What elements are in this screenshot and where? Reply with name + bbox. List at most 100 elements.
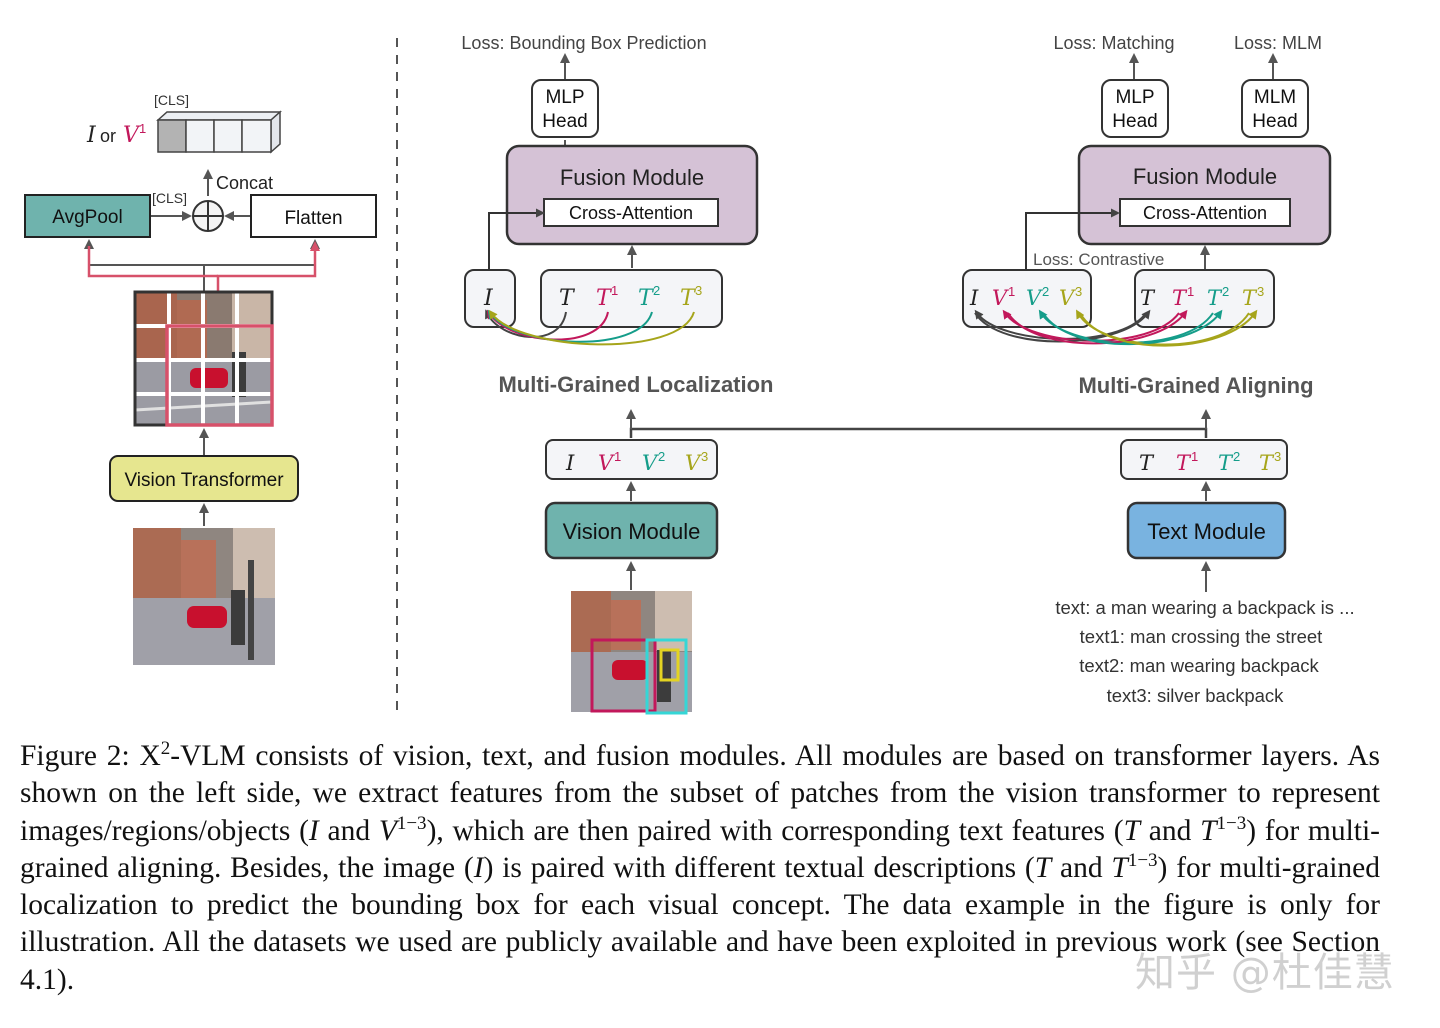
mlm-head-box	[1241, 79, 1309, 138]
left-panel: [CLS] I or V 1 Concat [CLS] AvgPool Fla	[24, 92, 377, 665]
cross-attention-box-right	[1119, 198, 1291, 227]
svg-text:MLM: MLM	[1254, 87, 1296, 108]
svg-text:1: 1	[1008, 284, 1015, 299]
svg-text:I: I	[565, 451, 575, 475]
text-example-2: text2: man wearing backpack	[1079, 655, 1319, 676]
bbox-v3	[659, 648, 680, 682]
shared-connector	[629, 427, 1208, 438]
svg-text:MLP: MLP	[1115, 87, 1154, 108]
token-t1: T	[596, 286, 613, 311]
svg-text:2: 2	[658, 449, 665, 464]
svg-text:2: 2	[653, 283, 660, 298]
svg-text:Fusion Module: Fusion Module	[1133, 164, 1277, 189]
symbol-v: V	[123, 123, 141, 148]
localization-arcs	[485, 309, 695, 346]
aligning-panel: Loss: Matching Loss: MLM MLP Head MLM He…	[962, 33, 1355, 706]
localization-panel: Loss: Bounding Box Prediction MLP Head F…	[461, 33, 774, 715]
aligning-title: Multi-Grained Aligning	[1078, 373, 1313, 398]
text-tokens-box-bottom	[1120, 439, 1288, 480]
figure-caption: Figure 2: X2-VLM consists of vision, tex…	[20, 738, 1380, 996]
token-i: I	[483, 286, 494, 311]
avgpool-box	[24, 194, 151, 238]
svg-text:T: T	[1259, 451, 1275, 475]
token-v3: V	[685, 451, 702, 475]
vision-tokens-box-right	[962, 269, 1092, 328]
vision-tokens-box	[545, 439, 718, 480]
token-t: T	[559, 286, 576, 311]
svg-text:Head: Head	[1252, 111, 1297, 132]
text-example-1: text1: man crossing the street	[1080, 626, 1323, 647]
bbox-v2	[645, 638, 688, 715]
vision-transformer-box	[109, 455, 299, 502]
vision-transformer-label: Vision Transformer	[124, 470, 284, 491]
symbol-i: I	[86, 123, 97, 148]
vision-module-box	[544, 501, 719, 560]
svg-text:T: T	[1176, 451, 1192, 475]
loss-bbox-label: Loss: Bounding Box Prediction	[461, 33, 706, 53]
svg-text:T: T	[1242, 286, 1258, 310]
svg-text:Head: Head	[1112, 111, 1157, 132]
svg-text:1: 1	[1187, 284, 1194, 299]
input-image-with-boxes	[571, 591, 692, 715]
svg-text:V: V	[1026, 286, 1043, 310]
localization-title: Multi-Grained Localization	[498, 372, 773, 397]
text-example-3: text3: silver backpack	[1107, 685, 1285, 706]
patch-grid-image	[133, 290, 274, 427]
zhihu-watermark: 知乎 @杜佳慧	[1135, 950, 1395, 996]
region-patch-box	[165, 324, 274, 427]
cls-token-label: [CLS]	[154, 92, 189, 108]
aligning-arcs	[974, 309, 1258, 347]
svg-text:I: I	[969, 286, 979, 310]
svg-text:T: T	[1207, 286, 1223, 310]
cls-side-label: [CLS]	[152, 190, 187, 206]
concat-label: Concat	[216, 173, 273, 193]
fusion-module-box	[505, 144, 759, 246]
token-v1: V	[598, 451, 615, 475]
svg-text:3: 3	[1075, 284, 1082, 299]
svg-text:2: 2	[1233, 449, 1240, 464]
cross-attention-box	[543, 198, 719, 227]
loss-contrastive-label: Loss: Contrastive	[1033, 250, 1164, 269]
text-example-0: text: a man wearing a backpack is ...	[1055, 597, 1354, 618]
symbol-v-sup: 1	[139, 121, 146, 136]
cross-attention-label: Cross-Attention	[569, 203, 693, 223]
image-token-box	[464, 269, 516, 328]
svg-text:2: 2	[1222, 284, 1229, 299]
i-or-v1-label: I or V 1	[86, 121, 146, 148]
mlp-head-line2: Head	[542, 111, 587, 132]
mlp-head-line1: MLP	[545, 87, 584, 108]
text-tokens-box	[540, 269, 723, 328]
svg-text:3: 3	[1274, 449, 1281, 464]
text-module-box	[1126, 501, 1287, 560]
svg-text:1: 1	[614, 449, 621, 464]
matching-mlp-head-box	[1101, 79, 1169, 138]
svg-text:3: 3	[1257, 284, 1264, 299]
fusion-module-box-right	[1077, 144, 1332, 246]
svg-text:V: V	[1059, 286, 1076, 310]
svg-text:T: T	[1218, 451, 1234, 475]
or-word: or	[100, 126, 116, 146]
avgpool-label: AvgPool	[52, 207, 122, 228]
cls-feature-vector	[156, 110, 282, 154]
svg-text:T: T	[1139, 451, 1155, 475]
token-t2: T	[638, 286, 655, 311]
flatten-box	[250, 194, 377, 238]
svg-text:3: 3	[695, 283, 702, 298]
vision-module-label: Vision Module	[563, 519, 701, 544]
token-v2: V	[642, 451, 659, 475]
svg-text:Cross-Attention: Cross-Attention	[1143, 203, 1267, 223]
svg-text:T: T	[1140, 286, 1156, 310]
loss-mlm-label: Loss: MLM	[1234, 33, 1322, 53]
bbox-v1	[590, 638, 657, 713]
mlp-head-box	[531, 79, 599, 138]
architecture-diagram: [CLS] I or V 1 Concat [CLS] AvgPool Fla	[24, 33, 1355, 715]
text-module-label: Text Module	[1147, 519, 1266, 544]
fusion-module-title: Fusion Module	[560, 165, 704, 190]
svg-text:2: 2	[1042, 284, 1049, 299]
flatten-label: Flatten	[284, 208, 342, 229]
input-street-image	[133, 528, 275, 665]
svg-text:1: 1	[611, 283, 618, 298]
svg-text:3: 3	[701, 449, 708, 464]
svg-text:T: T	[1172, 286, 1188, 310]
concat-plus-icon	[192, 200, 224, 232]
